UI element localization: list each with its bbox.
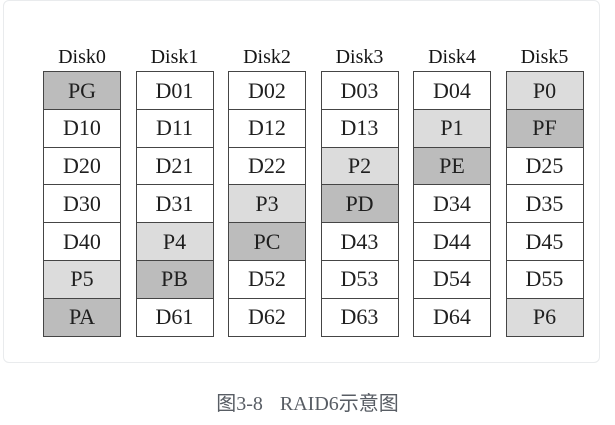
data-block: D25: [505, 146, 584, 186]
disk-cells: PG D10 D20 D30 D40 P5 PA: [43, 71, 121, 337]
disk-cells: P0 PF D25 D35 D45 D55 P6: [505, 71, 584, 337]
data-block: D01: [135, 71, 214, 111]
disk-cells: D01 D11 D21 D31 P4 PB D61: [135, 71, 214, 337]
parity-block: PA: [43, 297, 121, 337]
data-block: D52: [228, 259, 306, 299]
parity-block: P6: [505, 297, 584, 337]
data-block: D21: [135, 146, 214, 186]
data-block: D62: [228, 297, 306, 337]
data-block: D61: [135, 297, 214, 337]
data-block: D55: [505, 259, 584, 299]
parity-block: P4: [135, 222, 214, 262]
data-block: D44: [413, 222, 491, 262]
parity-block: P3: [228, 184, 306, 224]
parity-block: P2: [320, 146, 399, 186]
data-block: D10: [43, 108, 121, 148]
parity-block: P1: [413, 108, 491, 148]
data-block: D35: [505, 184, 584, 224]
disk-label: Disk3: [335, 46, 384, 68]
figure-caption: 图3-8 RAID6示意图: [0, 391, 615, 417]
data-block: D63: [320, 297, 399, 337]
parity-block: P0: [505, 71, 584, 111]
disk-column: Disk3 D03 D13 P2 PD D43 D53 D63: [320, 45, 399, 337]
data-block: D03: [320, 71, 399, 111]
parity-block: P5: [43, 259, 121, 299]
data-block: D54: [413, 259, 491, 299]
data-block: D22: [228, 146, 306, 186]
disk-column: Disk2 D02 D12 D22 P3 PC D52 D62: [228, 45, 306, 337]
disk-label: Disk1: [150, 46, 199, 68]
caption-title: RAID6示意图: [279, 393, 399, 415]
disk-cells: D03 D13 P2 PD D43 D53 D63: [320, 71, 399, 337]
data-block: D11: [135, 108, 214, 148]
data-block: D30: [43, 184, 121, 224]
data-block: D43: [320, 222, 399, 262]
disk-cells: D02 D12 D22 P3 PC D52 D62: [228, 71, 306, 337]
parity-block: PD: [320, 184, 399, 224]
disk-column: Disk0 PG D10 D20 D30 D40 P5 PA: [43, 45, 121, 337]
disk-label: Disk5: [520, 46, 569, 68]
data-block: D64: [413, 297, 491, 337]
data-block: D13: [320, 108, 399, 148]
data-block: D02: [228, 71, 306, 111]
disk-column: Disk1 D01 D11 D21 D31 P4 PB D61: [135, 45, 214, 337]
disk-column: Disk5 P0 PF D25 D35 D45 D55 P6: [505, 45, 584, 337]
data-block: D40: [43, 222, 121, 262]
data-block: D53: [320, 259, 399, 299]
disk-label: Disk4: [428, 46, 476, 68]
data-block: D04: [413, 71, 491, 111]
disk-cells: D04 P1 PE D34 D44 D54 D64: [413, 71, 491, 337]
data-block: D12: [228, 108, 306, 148]
parity-block: PF: [505, 108, 584, 148]
data-block: D34: [413, 184, 491, 224]
parity-block: PG: [43, 71, 121, 111]
disk-label: Disk2: [243, 46, 291, 68]
disk-column: Disk4 D04 P1 PE D34 D44 D54 D64: [413, 45, 491, 337]
parity-block: PE: [413, 146, 491, 186]
disk-label: Disk0: [58, 46, 106, 68]
raid6-diagram: Disk0 PG D10 D20 D30 D40 P5 PA Disk1 D01…: [43, 45, 584, 337]
parity-block: PC: [228, 222, 306, 262]
figure-panel: Disk0 PG D10 D20 D30 D40 P5 PA Disk1 D01…: [3, 0, 600, 363]
data-block: D31: [135, 184, 214, 224]
data-block: D20: [43, 146, 121, 186]
data-block: D45: [505, 222, 584, 262]
caption-number: 图3-8: [216, 393, 263, 415]
parity-block: PB: [135, 259, 214, 299]
